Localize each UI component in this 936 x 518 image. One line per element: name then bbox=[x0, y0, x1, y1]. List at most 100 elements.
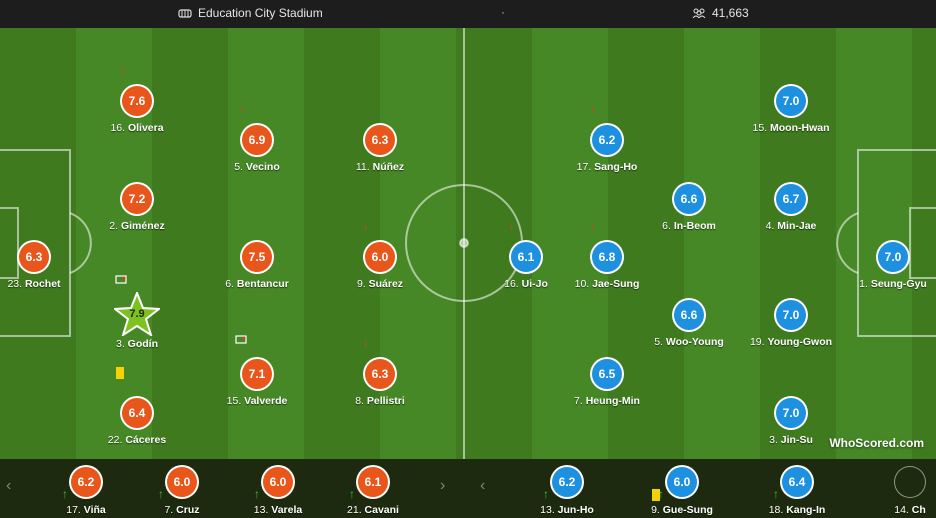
player-label: Pellistri bbox=[366, 395, 405, 407]
star-badge: 7.9 bbox=[114, 292, 160, 336]
player-rating: 6.0 bbox=[667, 467, 697, 497]
player-number: 17. bbox=[66, 504, 84, 516]
player-rating: 7.0 bbox=[776, 398, 806, 428]
player-number: 19. bbox=[749, 336, 768, 348]
player-rating: 6.5 bbox=[592, 359, 622, 389]
player-rating bbox=[895, 467, 925, 497]
player-number: 16. bbox=[504, 278, 522, 290]
player-number: 1. bbox=[859, 278, 871, 290]
sub-on-arrow-icon: ↑ bbox=[658, 487, 664, 501]
player-label: Woo-Young bbox=[665, 336, 724, 348]
player-rating: 7.1 bbox=[242, 359, 272, 389]
player-name: 7. Heung-Min bbox=[552, 395, 662, 407]
player-name: 9. Suárez bbox=[325, 278, 435, 290]
chevron-left-icon[interactable]: ‹ bbox=[480, 477, 486, 494]
player-number: 4. bbox=[765, 220, 778, 232]
player-name: 11. Núñez bbox=[325, 161, 435, 173]
player-rating: 6.2 bbox=[592, 125, 622, 155]
player-rating: 6.4 bbox=[122, 398, 152, 428]
player-label: Rochet bbox=[24, 278, 61, 290]
player-name: 13. Jun-Ho bbox=[512, 504, 622, 516]
player-gimenez[interactable]: 7.2 2. Giménez bbox=[82, 184, 192, 232]
player-label: Vecino bbox=[245, 161, 280, 173]
player-rating: 7.9 bbox=[129, 308, 145, 320]
player-name: 16. Ui-Jo bbox=[471, 278, 581, 290]
player-woo-young[interactable]: 6.6 5. Woo-Young bbox=[634, 300, 744, 348]
player-name: 6. In-Beom bbox=[634, 220, 744, 232]
player-number: 9. bbox=[356, 278, 369, 290]
player-rating: 6.6 bbox=[674, 300, 704, 330]
player-ui-jo[interactable]: 6.1 16. Ui-Jo bbox=[471, 242, 581, 290]
player-number: 8. bbox=[355, 395, 367, 407]
player-name: 18. Kang-In bbox=[742, 504, 852, 516]
match-info-bar: Education City Stadium · 41,663 bbox=[0, 0, 936, 28]
player-rating: 7.5 bbox=[242, 242, 272, 272]
whoscored-logo[interactable]: WhoScored.com bbox=[829, 436, 924, 450]
player-heung-min[interactable]: 6.5 7. Heung-Min bbox=[552, 359, 662, 407]
player-name: 21. Cavani bbox=[318, 504, 428, 516]
player-number: 7. bbox=[164, 504, 177, 516]
player-label: Cruz bbox=[176, 504, 200, 516]
stadium-icon bbox=[178, 9, 192, 18]
attendance: 41,663 bbox=[692, 6, 749, 20]
player-name: 2. Giménez bbox=[82, 220, 192, 232]
player-number: 23. bbox=[7, 278, 25, 290]
player-rating: 6.0 bbox=[263, 467, 293, 497]
player-name: 5. Vecino bbox=[202, 161, 312, 173]
player-label: Kang-In bbox=[786, 504, 826, 516]
player-number: 18. bbox=[768, 504, 787, 516]
player-rating: 6.1 bbox=[511, 242, 541, 272]
player-name: 14. Ch bbox=[855, 504, 936, 516]
player-rating: 7.2 bbox=[122, 184, 152, 214]
sub-on-arrow-icon: ↑ bbox=[158, 487, 164, 501]
player-number: 6. bbox=[662, 220, 674, 232]
player-label: Moon-Hwan bbox=[770, 122, 830, 134]
sub-cho[interactable]: 14. Ch bbox=[855, 467, 936, 516]
player-valverde[interactable]: 7.1 15. Valverde bbox=[202, 359, 312, 407]
player-rating: 6.6 bbox=[674, 184, 704, 214]
sub-vina[interactable]: 6.2 17. Viña bbox=[31, 467, 141, 516]
player-name: 10. Jae-Sung bbox=[552, 278, 662, 290]
player-label: Viña bbox=[83, 504, 106, 516]
player-name: 15. Valverde bbox=[202, 395, 312, 407]
yellow-card-icon bbox=[652, 489, 660, 501]
player-number: 15. bbox=[226, 395, 245, 407]
player-rating: 6.2 bbox=[71, 467, 101, 497]
chevron-left-icon[interactable]: ‹ bbox=[6, 477, 12, 494]
player-name: 5. Woo-Young bbox=[634, 336, 744, 348]
sub-off-arrow-icon: ↓ bbox=[509, 220, 515, 232]
player-rating: 7.0 bbox=[776, 86, 806, 116]
sub-off-arrow-icon: ↓ bbox=[363, 337, 369, 349]
player-label: Suárez bbox=[368, 278, 404, 290]
player-number: 7. bbox=[574, 395, 586, 407]
chevron-right-icon[interactable]: › bbox=[440, 477, 446, 494]
venue: Education City Stadium bbox=[178, 6, 323, 20]
player-label: Ch bbox=[911, 504, 926, 516]
player-name: 17. Viña bbox=[31, 504, 141, 516]
player-in-beom[interactable]: 6.6 6. In-Beom bbox=[634, 184, 744, 232]
player-number: 22. bbox=[107, 434, 126, 446]
player-label: Cavani bbox=[364, 504, 399, 516]
